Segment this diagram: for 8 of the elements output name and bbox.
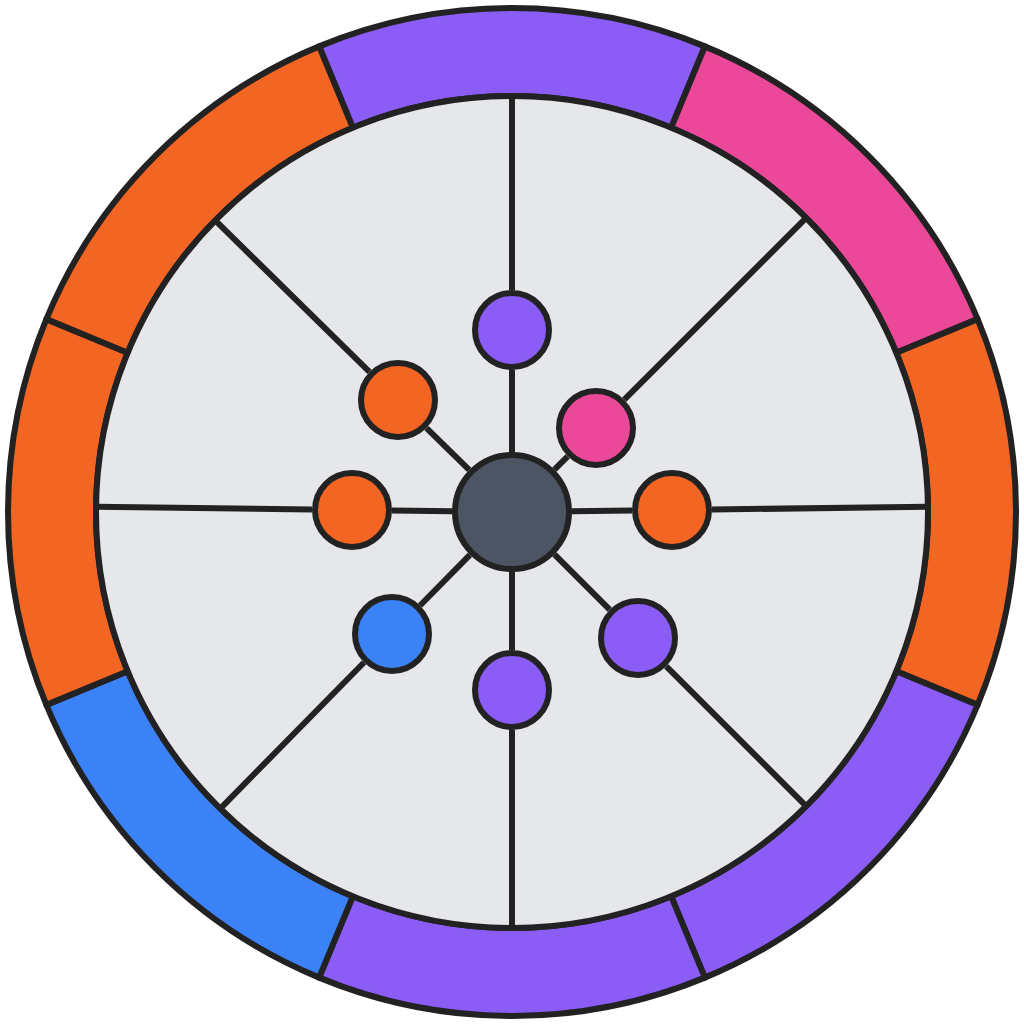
connector-line [417,552,473,608]
connector-line [391,507,453,515]
connector-line [552,552,612,612]
connector-line [571,507,633,515]
connector-line [509,370,515,452]
connector-line [552,454,570,472]
connector-line [424,425,472,473]
connector-line [509,572,515,650]
